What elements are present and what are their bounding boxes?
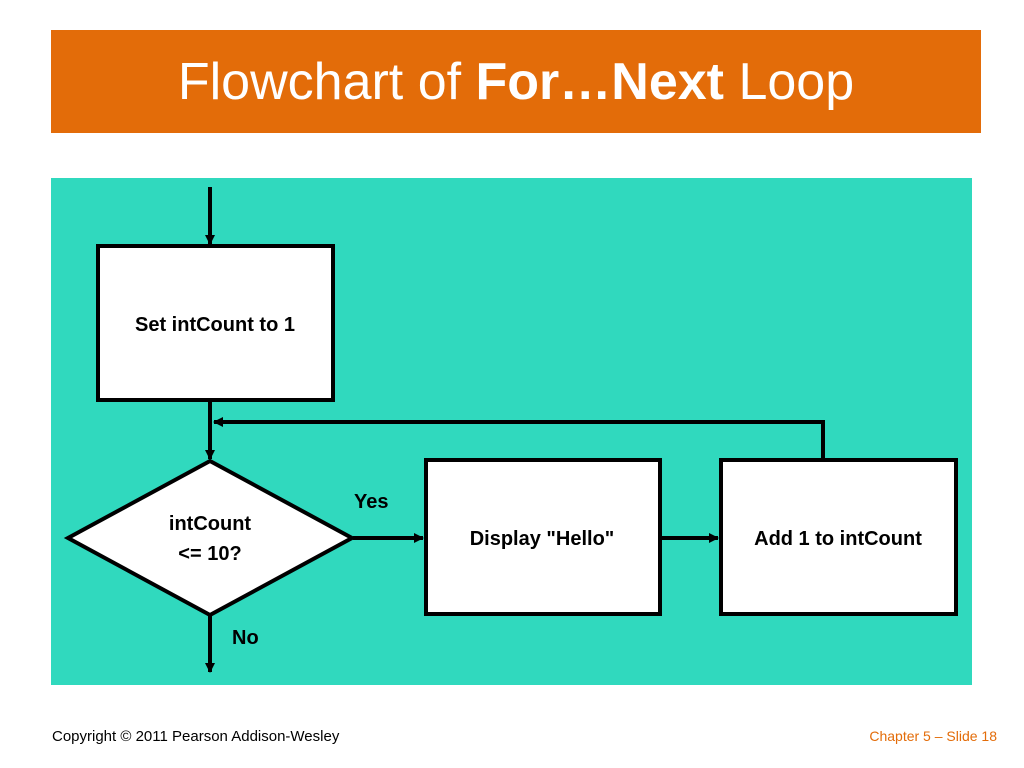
flowchart-panel: Set intCount to 1 intCount <= 10? Yes Di… <box>51 178 972 685</box>
title-text-bold: For…Next <box>475 52 724 111</box>
flowchart-diagram: Set intCount to 1 intCount <= 10? Yes Di… <box>63 187 958 673</box>
title-bar: Flowchart of For…Next Loop <box>51 30 981 133</box>
init-process-label: Set intCount to 1 <box>135 314 295 336</box>
slide-title: Flowchart of For…Next Loop <box>178 56 854 108</box>
loop-back-arrow <box>213 417 825 458</box>
increment-process-label: Add 1 to intCount <box>754 528 922 550</box>
display-process-label: Display "Hello" <box>470 528 615 550</box>
display-process-box <box>424 458 662 616</box>
title-text-suffix: Loop <box>724 52 855 111</box>
no-label: No <box>232 627 259 649</box>
yes-label: Yes <box>354 491 388 513</box>
decision-label-line1: intCount <box>169 513 252 535</box>
copyright-footer: Copyright © 2011 Pearson Addison-Wesley <box>52 728 340 745</box>
slide-number-footer: Chapter 5 – Slide 18 <box>869 728 997 744</box>
init-process-box <box>96 244 335 402</box>
title-text-regular: Flowchart of <box>177 52 476 111</box>
decision-diamond <box>63 458 357 618</box>
increment-process-box <box>719 458 958 616</box>
decision-label-line2: <= 10? <box>178 543 241 565</box>
